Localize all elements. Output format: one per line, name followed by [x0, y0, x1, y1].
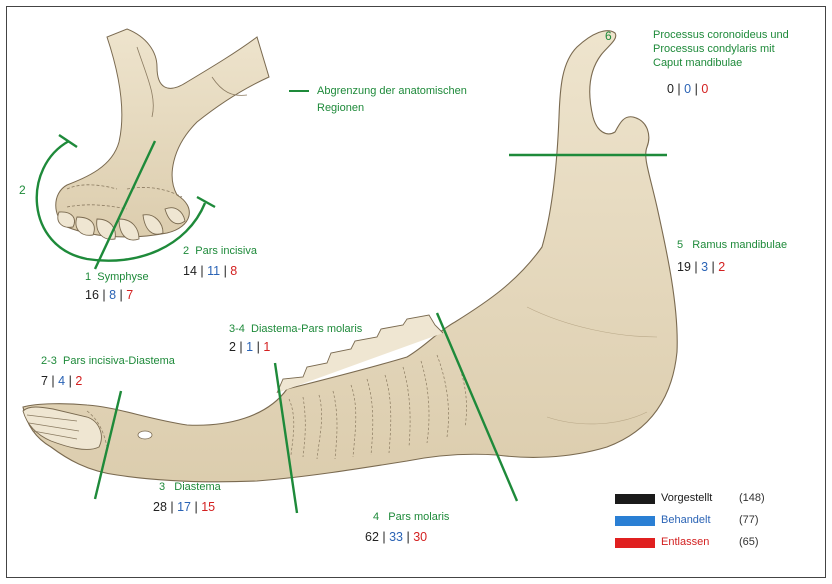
region-3-counts: 28 | 17 | 15: [153, 501, 215, 514]
incisor-inset: [56, 29, 269, 240]
legend-item-entlassen: Entlassen (65): [615, 535, 805, 551]
region-3-4-counts: 2 | 1 | 1: [229, 341, 270, 354]
legend-item-behandelt: Behandelt (77): [615, 513, 805, 529]
legend-label-behandelt: Behandelt: [661, 514, 711, 526]
legend-count-entlassen: (65): [739, 536, 759, 548]
region-4-label: 4 Pars molaris: [373, 511, 449, 525]
boundary-legend-text: Abgrenzung der anatomischen Regionen: [317, 83, 492, 116]
region-5-counts: 19 | 3 | 2: [677, 261, 725, 274]
region-3-4-label: 3-4 Diastema-Pars molaris: [229, 323, 362, 337]
region-2-3-label: 2-3 Pars incisiva-Diastema: [41, 355, 175, 369]
legend-label-entlassen: Entlassen: [661, 536, 709, 548]
region-4-counts: 62 | 33 | 30: [365, 531, 427, 544]
region-1-counts: 16 | 8 | 7: [85, 289, 133, 302]
region-6-name: Processus coronoideus und Processus cond…: [653, 29, 803, 70]
region-6-number: 6: [605, 29, 612, 44]
region-5-label: 5 Ramus mandibulae: [677, 239, 787, 253]
region-1-label: 1 Symphyse: [85, 271, 149, 285]
legend-swatch-entlassen: [615, 538, 655, 548]
legend-swatch-vorgestellt: [615, 494, 655, 504]
arc-region-label: 2: [19, 183, 26, 198]
figure-frame: Abgrenzung der anatomischen Regionen 2 6…: [6, 6, 826, 578]
legend-swatch-behandelt: [615, 516, 655, 526]
region-2-counts: 14 | 11 | 8: [183, 265, 237, 278]
region-2-3-counts: 7 | 4 | 2: [41, 375, 82, 388]
legend-item-vorgestellt: Vorgestellt (148): [615, 491, 805, 507]
legend-count-vorgestellt: (148): [739, 492, 765, 504]
legend-label-vorgestellt: Vorgestellt: [661, 492, 712, 504]
region-3-label: 3 Diastema: [159, 481, 221, 495]
region-6-counts: 0 | 0 | 0: [667, 83, 708, 96]
region-2-label: 2 Pars incisiva: [183, 245, 257, 259]
legend-count-behandelt: (77): [739, 514, 759, 526]
legend: Vorgestellt (148) Behandelt (77) Entlass…: [615, 491, 805, 561]
